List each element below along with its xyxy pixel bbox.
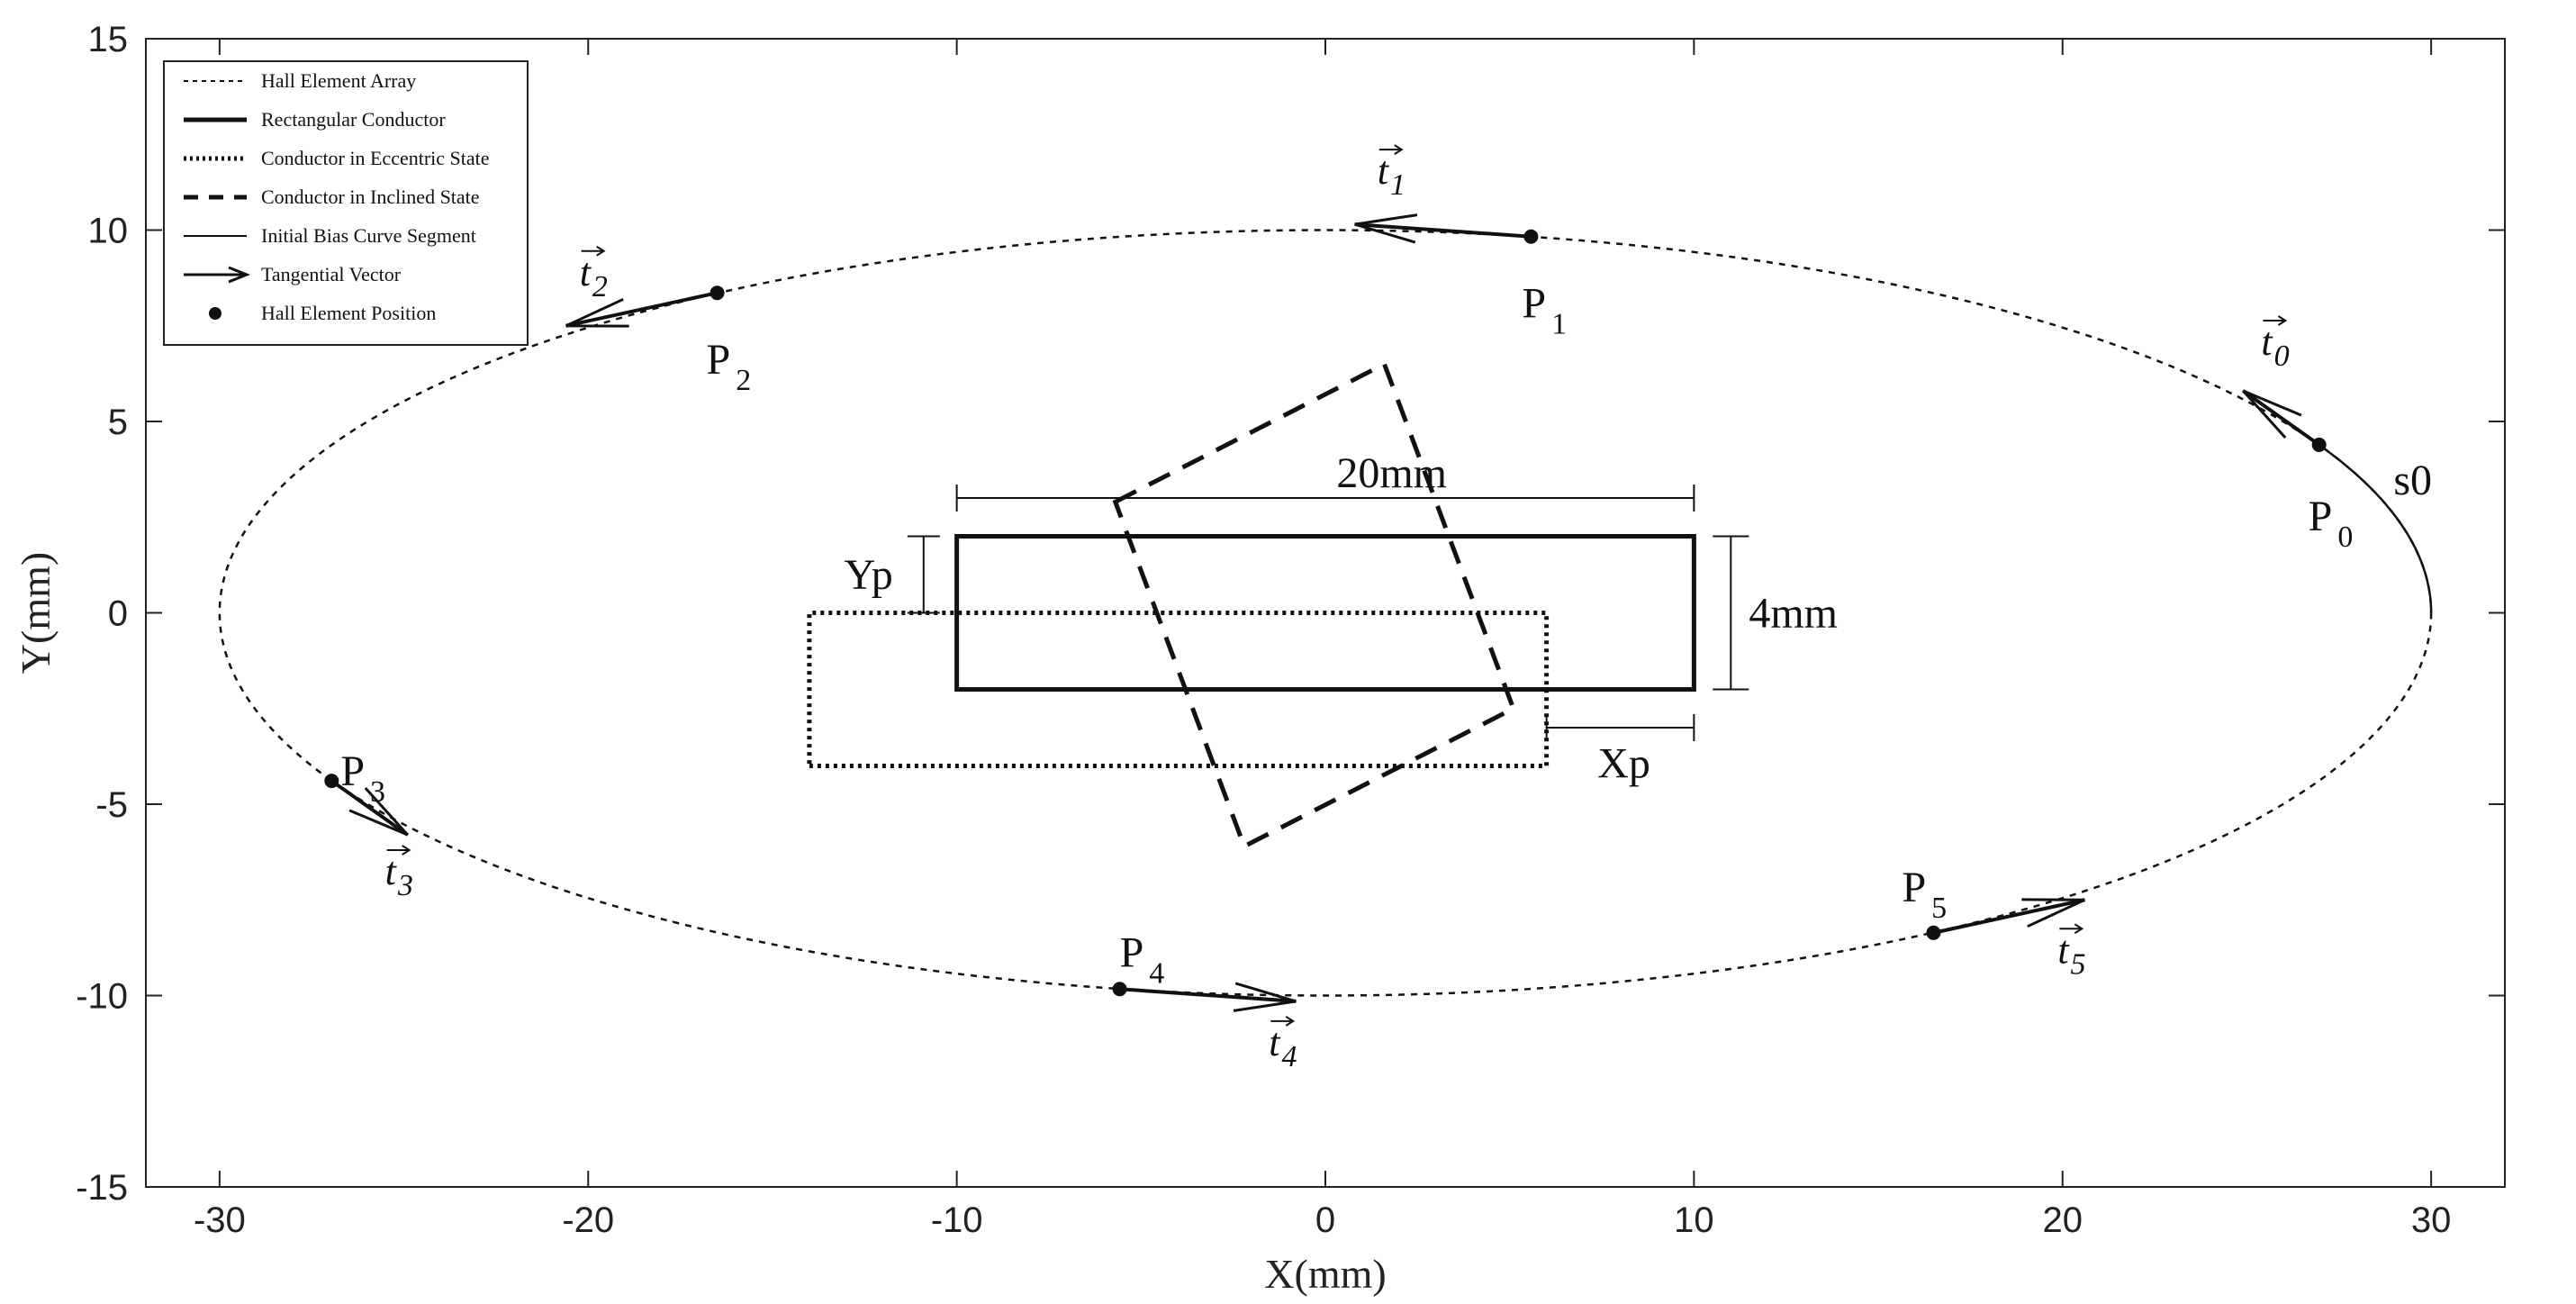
legend-marker bbox=[209, 307, 221, 320]
tangential-vector-head bbox=[1354, 213, 1418, 244]
legend-box bbox=[163, 60, 529, 346]
tangential-vector-head bbox=[1233, 982, 1297, 1012]
y-tick-label: -5 bbox=[95, 785, 128, 825]
s0-label: s0 bbox=[2393, 457, 2432, 504]
y-tick-label: -10 bbox=[76, 977, 128, 1017]
hall-element-position bbox=[1112, 982, 1127, 997]
vector-arrow-head bbox=[1285, 1016, 1296, 1027]
hall-point-subscript: 3 bbox=[370, 775, 385, 809]
height-label: 4mm bbox=[1749, 590, 1838, 638]
tangent-subscript: 3 bbox=[397, 869, 413, 902]
xp-label: Xp bbox=[1597, 739, 1650, 787]
tangent-subscript: 5 bbox=[2071, 947, 2086, 981]
hall-point-subscript: 4 bbox=[1149, 956, 1164, 990]
inclined-conductor bbox=[1112, 360, 1516, 850]
x-tick-label: 20 bbox=[2043, 1200, 2083, 1240]
legend-arrow-head bbox=[228, 266, 251, 284]
legend-label: Hall Element Array bbox=[261, 69, 416, 92]
hall-element-position bbox=[324, 774, 339, 789]
tangent-label: t0 bbox=[2261, 320, 2289, 373]
plot-content bbox=[218, 229, 2433, 997]
hall-element-position bbox=[1926, 925, 1941, 940]
x-tick-label: 0 bbox=[1315, 1200, 1335, 1240]
vector-arrow-head bbox=[596, 245, 606, 257]
tangential-vector bbox=[1119, 987, 1297, 1003]
hall-point-subscript: 0 bbox=[2337, 521, 2353, 554]
y-axis-title: Y(mm) bbox=[13, 552, 59, 674]
tangential-vector-head bbox=[565, 297, 629, 328]
x-tick-label: 30 bbox=[2411, 1200, 2452, 1240]
tangential-vector-head bbox=[2021, 898, 2085, 928]
hall-element-position bbox=[1523, 229, 1539, 244]
x-tick-label: -30 bbox=[194, 1200, 246, 1240]
tangent-subscript: 4 bbox=[1281, 1040, 1297, 1073]
x-axis-title: X(mm) bbox=[1264, 1251, 1386, 1297]
y-tick-label: -15 bbox=[76, 1168, 128, 1208]
legend-label: Tangential Vector bbox=[261, 263, 402, 285]
tangential-vector-head bbox=[2242, 389, 2302, 439]
tangential-vector bbox=[2242, 389, 2320, 447]
x-tick-label: 10 bbox=[1674, 1200, 1714, 1240]
legend-label: Conductor in Inclined State bbox=[261, 186, 480, 208]
hall-point-subscript: 1 bbox=[1551, 308, 1567, 341]
y-tick-label: 5 bbox=[108, 403, 128, 442]
vector-arrow-head bbox=[402, 845, 411, 856]
tangent-subscript: 1 bbox=[1390, 168, 1406, 202]
hall-point-subscript: 2 bbox=[736, 364, 751, 397]
vector-arrow-head bbox=[2074, 923, 2084, 935]
initial-bias-curve-segment bbox=[2318, 444, 2433, 613]
width-label: 20mm bbox=[1336, 449, 1447, 497]
yp-label: Yp bbox=[845, 551, 893, 599]
hall-element-position bbox=[710, 285, 725, 301]
axis-ticks bbox=[146, 38, 2505, 1188]
hall-point-subscript: 5 bbox=[1931, 892, 1947, 925]
y-tick-label: 0 bbox=[108, 594, 128, 634]
tangential-vector bbox=[565, 291, 718, 328]
eccentric-conductor bbox=[807, 611, 1550, 768]
x-tick-label: -10 bbox=[931, 1200, 983, 1240]
x-tick-label: -20 bbox=[562, 1200, 614, 1240]
tangential-vector bbox=[1933, 898, 2085, 935]
hall-element-position bbox=[2311, 437, 2327, 452]
legend-label: Conductor in Eccentric State bbox=[261, 147, 490, 169]
legend-label: Initial Bias Curve Segment bbox=[261, 224, 476, 247]
vector-arrow-head bbox=[1394, 144, 1404, 155]
tangential-vector bbox=[1354, 222, 1532, 239]
y-tick-label: 15 bbox=[88, 20, 129, 59]
vector-arrow-head bbox=[2277, 315, 2288, 326]
tangential-vector bbox=[330, 779, 409, 837]
tangential-vector-head bbox=[348, 786, 409, 837]
rectangular-conductor bbox=[954, 534, 1696, 692]
legend-label: Rectangular Conductor bbox=[261, 108, 446, 131]
legend-label: Hall Element Position bbox=[261, 302, 436, 324]
y-tick-label: 10 bbox=[88, 212, 129, 251]
tangent-subscript: 2 bbox=[592, 270, 608, 303]
tangent-subscript: 0 bbox=[2274, 340, 2290, 373]
